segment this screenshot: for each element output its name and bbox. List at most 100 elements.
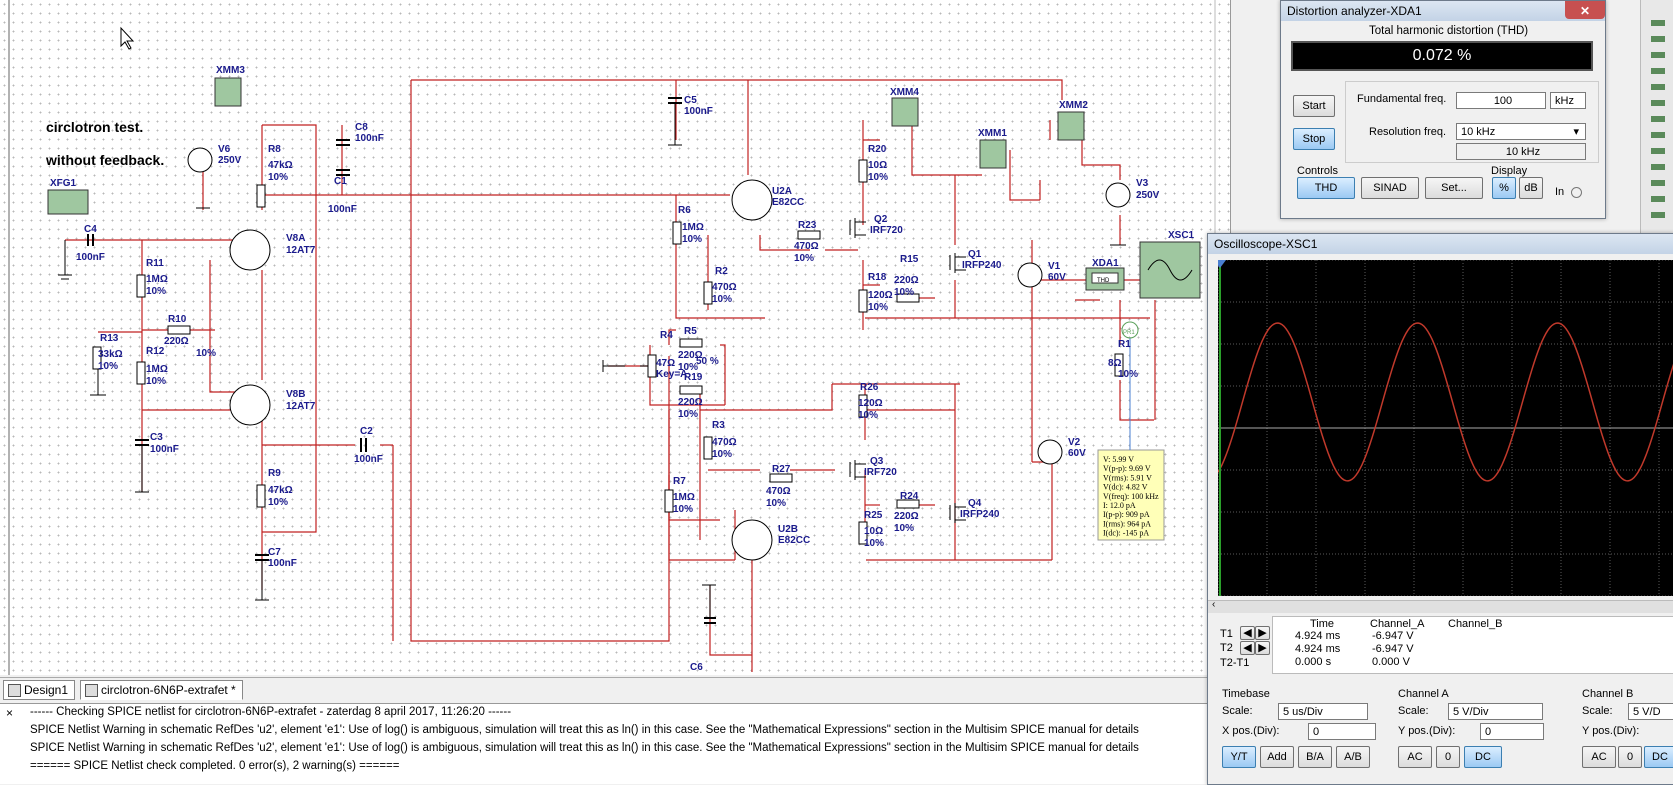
component-label: 10% bbox=[673, 504, 693, 515]
t2-right-button[interactable]: ▶ bbox=[1255, 641, 1270, 655]
design-tab-bar: Design1 circlotron-6N6P-extrafet * bbox=[0, 677, 1210, 700]
component-label: 220Ω bbox=[678, 397, 703, 408]
fund-freq-unit[interactable]: kHz bbox=[1550, 92, 1586, 109]
tab-circlotron[interactable]: circlotron-6N6P-extrafet * bbox=[80, 680, 243, 700]
component-label: 10Ω bbox=[864, 526, 883, 537]
component-label: 33kΩ bbox=[98, 349, 123, 360]
component-label: R11 bbox=[146, 258, 164, 269]
start-button[interactable]: Start bbox=[1293, 95, 1335, 117]
channel-b-scale-input[interactable]: 5 V/D bbox=[1628, 703, 1673, 720]
component-label: U2A bbox=[772, 186, 792, 197]
timebase-xpos-input[interactable]: 0 bbox=[1308, 723, 1376, 740]
component-label: 47Ω bbox=[656, 358, 675, 369]
component-label: 1MΩ bbox=[146, 364, 168, 375]
component-label: XMM4 bbox=[890, 87, 919, 98]
log-line: SPICE Netlist Warning in schematic RefDe… bbox=[30, 724, 1139, 736]
component-label: R6 bbox=[678, 205, 691, 216]
ba-button[interactable]: B/A bbox=[1298, 746, 1332, 768]
component-label: IRF720 bbox=[864, 467, 897, 478]
probe-tooltip-line: V: 5.99 V bbox=[1103, 455, 1134, 464]
timebase-scale-input[interactable]: 5 us/Div bbox=[1278, 703, 1368, 720]
t1-left-button[interactable]: ◀ bbox=[1240, 626, 1255, 640]
component-label: U2B bbox=[778, 524, 798, 535]
component-label: 100nF bbox=[328, 204, 357, 215]
component-label: V8B bbox=[286, 389, 305, 400]
channel-a-dc-button[interactable]: DC bbox=[1464, 746, 1502, 768]
component-label: 100nF bbox=[684, 106, 713, 117]
channel-b-dc-button[interactable]: DC bbox=[1644, 746, 1673, 768]
component-label: 10% bbox=[678, 362, 698, 373]
resistor-r8-symbol bbox=[256, 184, 266, 208]
component-label: 120Ω bbox=[858, 398, 883, 409]
timebase-label: Timebase bbox=[1222, 688, 1270, 700]
component-label: XMM3 bbox=[216, 65, 245, 76]
stop-button[interactable]: Stop bbox=[1293, 128, 1335, 150]
channel-a-ypos-input[interactable]: 0 bbox=[1480, 723, 1544, 740]
component-label: R18 bbox=[868, 272, 887, 283]
db-button[interactable]: dB bbox=[1519, 177, 1543, 199]
schematic-canvas[interactable]: circlotron test. without feedback. bbox=[0, 0, 1231, 675]
yt-button[interactable]: Y/T bbox=[1222, 746, 1256, 768]
tab-design1[interactable]: Design1 bbox=[3, 680, 76, 700]
probe-tooltip-line: V(freq): 100 kHz bbox=[1103, 492, 1159, 501]
res-freq-select[interactable]: 10 kHz▾ bbox=[1456, 123, 1586, 140]
window-titlebar[interactable]: Oscilloscope-XSC1 bbox=[1208, 234, 1673, 254]
channel-a-ac-button[interactable]: AC bbox=[1398, 746, 1432, 768]
title-1: circlotron test. bbox=[46, 119, 143, 135]
cursor-readings: T1 T2 T2-T1 ◀ ▶ ◀ ▶ Time Channel_A Chann… bbox=[1210, 616, 1673, 674]
add-button[interactable]: Add bbox=[1260, 746, 1294, 768]
component-label: XDA1 bbox=[1092, 258, 1119, 269]
close-icon[interactable]: × bbox=[6, 706, 14, 720]
component-label: V6 bbox=[218, 144, 231, 155]
component-label: 470Ω bbox=[712, 437, 737, 448]
component-label: R26 bbox=[860, 382, 879, 393]
component-label: R24 bbox=[900, 491, 919, 502]
component-label: 12AT7 bbox=[286, 401, 316, 412]
channel-b-zero-button[interactable]: 0 bbox=[1618, 746, 1642, 768]
probe-tooltip-line: V(rms): 5.91 V bbox=[1103, 473, 1152, 482]
component-label: IRF720 bbox=[870, 225, 903, 236]
component-label: 10% bbox=[268, 497, 288, 508]
component-label: R19 bbox=[684, 372, 703, 383]
component-label: V1 bbox=[1048, 261, 1061, 272]
component-label: 120Ω bbox=[868, 290, 893, 301]
component-label: 10% bbox=[868, 302, 888, 313]
probe-tooltip-line: V(dc): 4.82 V bbox=[1103, 483, 1148, 492]
thd-heading: Total harmonic distortion (THD) bbox=[1369, 25, 1529, 37]
log-line: SPICE Netlist Warning in schematic RefDe… bbox=[30, 742, 1139, 754]
ab-button[interactable]: A/B bbox=[1336, 746, 1370, 768]
channel-a-scale-input[interactable]: 5 V/Div bbox=[1448, 703, 1543, 720]
set-button[interactable]: Set... bbox=[1425, 177, 1483, 199]
component-label: 10% bbox=[858, 410, 878, 421]
probe-tooltip bbox=[1097, 449, 1165, 541]
component-label: 220Ω bbox=[894, 511, 919, 522]
probe-tooltip-line: I(p-p): 909 pA bbox=[1103, 510, 1150, 519]
component-label: E82CC bbox=[778, 535, 810, 546]
t2-left-button[interactable]: ◀ bbox=[1240, 641, 1255, 655]
component-label: C4 bbox=[84, 224, 97, 235]
component-label: E82CC bbox=[772, 197, 804, 208]
fund-freq-label: Fundamental freq. bbox=[1357, 93, 1447, 105]
component-label: 250V bbox=[1136, 190, 1160, 201]
t1-right-button[interactable]: ▶ bbox=[1255, 626, 1270, 640]
component-label: R12 bbox=[146, 346, 165, 357]
input-terminal-icon[interactable] bbox=[1571, 187, 1582, 198]
component-label: 10Ω bbox=[868, 160, 887, 171]
component-label: V2 bbox=[1068, 437, 1081, 448]
component-label: C1 bbox=[334, 176, 347, 187]
instrument-icons[interactable] bbox=[1651, 20, 1665, 220]
component-label: R3 bbox=[712, 420, 725, 431]
fund-freq-input[interactable]: 100 bbox=[1456, 92, 1546, 109]
thd-readout: 0.072 % bbox=[1291, 41, 1593, 71]
thd-button[interactable]: THD bbox=[1297, 177, 1355, 199]
window-titlebar[interactable]: Distortion analyzer-XDA1✕ bbox=[1281, 1, 1605, 21]
component-label: 220Ω bbox=[164, 336, 189, 347]
component-label: IRFP240 bbox=[960, 509, 1000, 520]
close-icon[interactable]: ✕ bbox=[1565, 1, 1605, 19]
sinad-button[interactable]: SINAD bbox=[1361, 177, 1419, 199]
channel-b-ac-button[interactable]: AC bbox=[1582, 746, 1616, 768]
channel-a-zero-button[interactable]: 0 bbox=[1436, 746, 1460, 768]
scope-scrollbar[interactable]: ‹ bbox=[1208, 599, 1673, 613]
component-label: R27 bbox=[772, 464, 791, 475]
percent-button[interactable]: % bbox=[1492, 177, 1516, 199]
